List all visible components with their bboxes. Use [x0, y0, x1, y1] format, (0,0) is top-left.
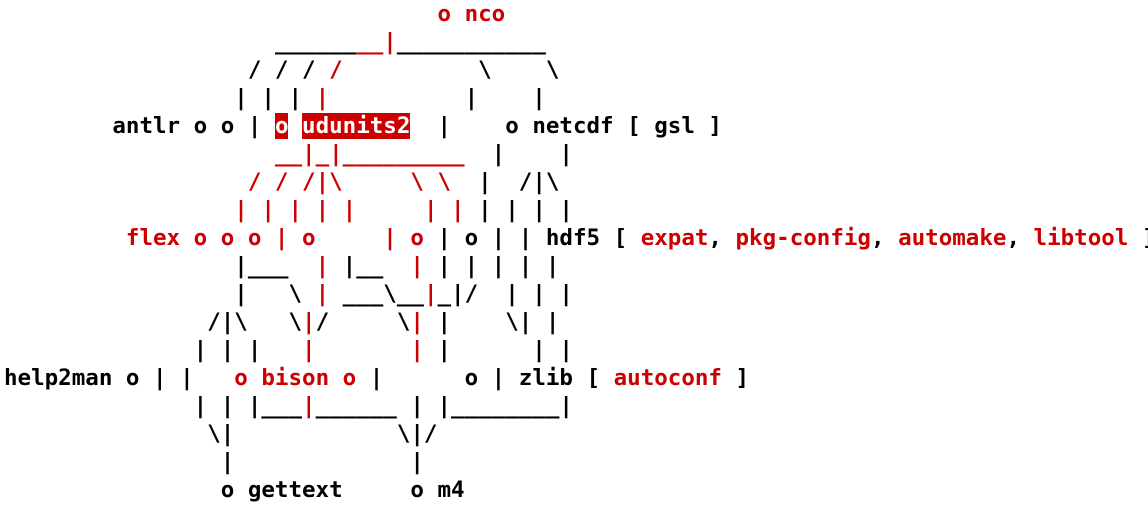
tree-connector: __|_|_________ [274, 141, 465, 167]
diagram-line: / / /|\ \ \ | /|\ [4, 168, 1148, 196]
tree-connector: , [708, 225, 736, 251]
tree-connector: | | [329, 85, 546, 111]
tree-connector: ___\__ [329, 281, 424, 307]
tree-connector [4, 1, 437, 27]
tree-connector: | | | | | [423, 253, 560, 279]
node-label: autoconf [613, 365, 722, 391]
tree-connector: | [302, 309, 316, 335]
tree-connector: ] [1128, 225, 1148, 251]
tree-connector: ______ | |________| [315, 393, 573, 419]
highlighted-node-label: udunits2 [302, 113, 411, 139]
tree-connector: _|/ | | | [437, 281, 573, 307]
diagram-line: flex o o o | o | o | o | | hdf5 [ expat,… [4, 224, 1148, 252]
node-label: libtool [1033, 225, 1129, 251]
node-label: | o | | hdf5 [ [423, 225, 641, 251]
tree-connector: __| [356, 29, 397, 55]
tree-connector: / / /|\ \ \ [247, 169, 452, 195]
diagram-line: | | | | | | | | | | | [4, 196, 1148, 224]
diagram-line: ________|___________ [4, 28, 1148, 56]
tree-connector: | | |___ [4, 393, 303, 419]
tree-connector: / / / [4, 57, 330, 83]
tree-connector: | | | [4, 337, 303, 363]
diagram-line: | | [4, 448, 1148, 476]
node-label: expat [640, 225, 709, 251]
tree-connector [4, 29, 275, 55]
diagram-line: | | |___|______ | |________| [4, 392, 1148, 420]
diagram-line: | | | | | | [4, 84, 1148, 112]
tree-connector: | \ [4, 281, 316, 307]
diagram-line: |___ | |__ | | | | | | [4, 252, 1148, 280]
tree-connector: , [1006, 225, 1034, 251]
tree-connector: |__ [329, 253, 411, 279]
tree-connector [288, 113, 302, 139]
diagram-line: o gettext o m4 [4, 476, 1148, 504]
node-label: pkg-config [735, 225, 871, 251]
tree-connector: | [410, 253, 424, 279]
tree-connector: | | | [423, 337, 573, 363]
diagram-line: | | | | | | | | [4, 336, 1148, 364]
tree-connector [4, 169, 248, 195]
tree-connector: / [329, 57, 343, 83]
diagram-line: o nco [4, 0, 1148, 28]
tree-connector: | | [464, 141, 573, 167]
tree-connector: |___ [4, 253, 316, 279]
node-label: o gettext o m4 [4, 477, 465, 503]
tree-connector: | [302, 337, 316, 363]
tree-connector [4, 141, 275, 167]
tree-connector: | [315, 85, 330, 111]
diagram-line: __|_|_________ | | [4, 140, 1148, 168]
tree-connector [4, 197, 234, 223]
tree-connector: | [423, 281, 438, 307]
tree-connector: | [410, 309, 424, 335]
node-label: flex o o o | o | o [125, 225, 424, 251]
tree-connector: ______ [274, 29, 357, 55]
tree-connector: | [302, 393, 316, 419]
node-label: antlr o o | [4, 113, 275, 139]
tree-connector: | \| | [423, 309, 560, 335]
tree-connector: | [410, 337, 424, 363]
node-label: | o | zlib [ [356, 365, 614, 391]
tree-connector [4, 225, 126, 251]
tree-connector: | | | | | | | [234, 197, 465, 223]
tree-connector: /|\ \ [4, 309, 303, 335]
diagram-line: | \ | ___\__|_|/ | | | [4, 280, 1148, 308]
diagram-line: antlr o o | o udunits2 | o netcdf [ gsl … [4, 112, 1148, 140]
node-label: o nco [437, 1, 506, 27]
tree-connector: \ \ [342, 57, 560, 83]
tree-connector: ___________ [396, 29, 546, 55]
tree-connector: | [315, 253, 330, 279]
diagram-line: \| \|/ [4, 420, 1148, 448]
tree-connector: | [315, 281, 330, 307]
tree-connector: \| \|/ [4, 421, 438, 447]
dependency-tree-diagram: o nco ________|___________ / / / / \ \ |… [4, 0, 1148, 504]
tree-connector: / \ [315, 309, 411, 335]
tree-connector: | | | [4, 85, 316, 111]
diagram-line: / / / / \ \ [4, 56, 1148, 84]
node-label: automake [898, 225, 1007, 251]
tree-connector: | /|\ [451, 169, 560, 195]
diagram-line: help2man o | | o bison o | o | zlib [ au… [4, 364, 1148, 392]
node-label: help2man o | | [4, 365, 235, 391]
highlighted-node-marker: o [274, 113, 289, 139]
tree-connector: | | [4, 449, 424, 475]
tree-connector: | | | | [464, 197, 573, 223]
diagram-line: /|\ \|/ \| | \| | [4, 308, 1148, 336]
tree-connector: ] [721, 365, 750, 391]
node-label: o bison o [234, 365, 357, 391]
node-label: | o netcdf [ gsl ] [410, 113, 722, 139]
tree-connector: , [870, 225, 899, 251]
tree-connector [316, 337, 411, 363]
